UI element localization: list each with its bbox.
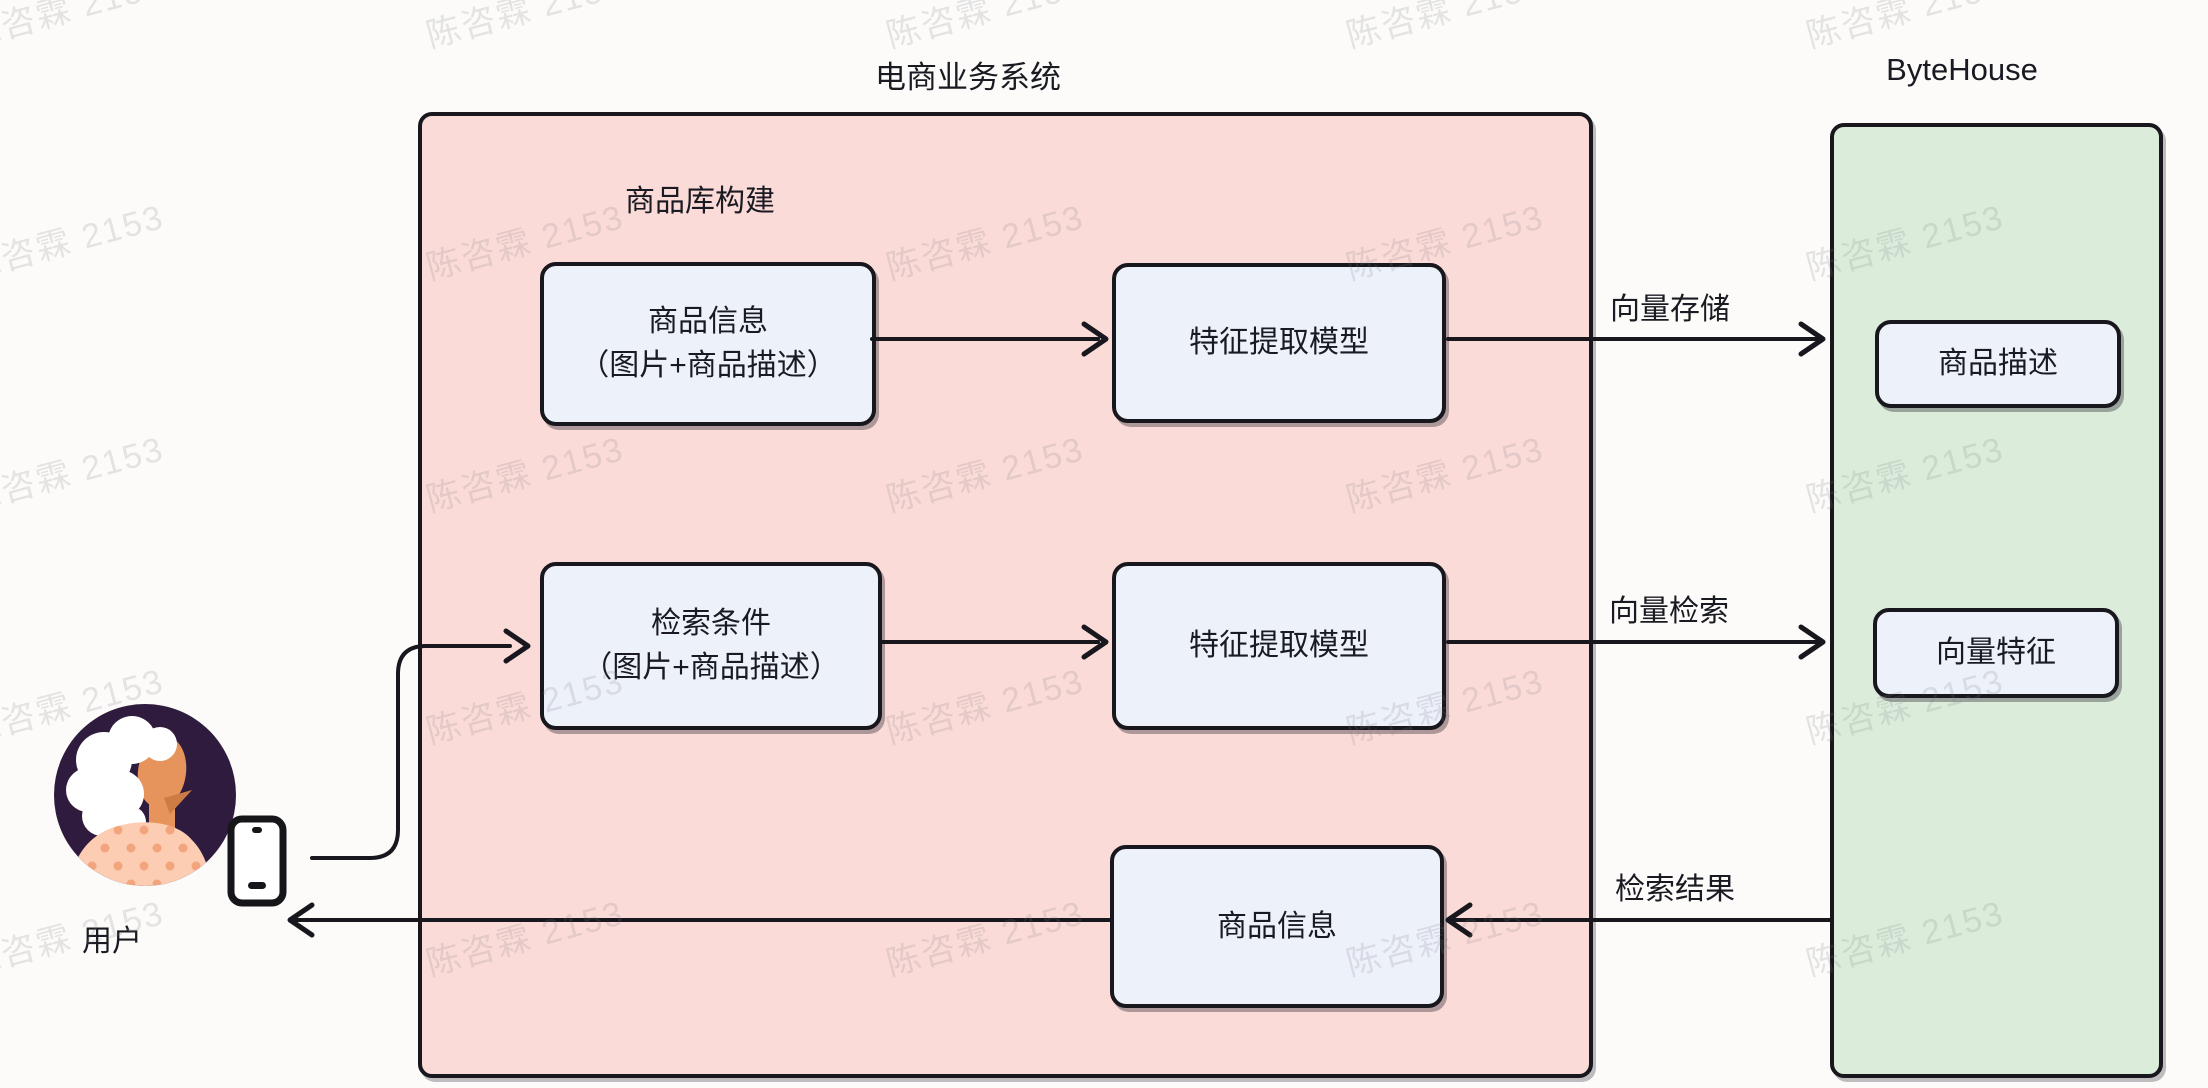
- edge-label-search-result: 检索结果: [1615, 873, 1735, 906]
- node-label: 商品信息: [648, 305, 768, 338]
- node-label: 检索条件: [651, 607, 771, 640]
- node-product-info-build: 商品信息 （图片+商品描述）: [540, 262, 876, 426]
- node-label: 商品信息: [1217, 909, 1337, 943]
- phone-icon: [227, 815, 287, 907]
- watermark-text: 陈咨霖 2153: [0, 198, 169, 288]
- node-label: 特征提取模型: [1189, 326, 1369, 359]
- product-library-section-label: 商品库构建: [625, 185, 775, 218]
- node-product-info-result: 商品信息: [1110, 845, 1444, 1008]
- user-label: 用户: [82, 925, 142, 958]
- avatar-shirt: [70, 822, 212, 886]
- node-feature-model-top: 特征提取模型: [1112, 263, 1446, 423]
- node-feature-model-bottom: 特征提取模型: [1112, 562, 1446, 730]
- avatar-hair: [66, 716, 177, 838]
- bytehouse-container: [1830, 123, 2163, 1078]
- node-label: （图片+商品描述）: [582, 651, 840, 684]
- watermark-text: 陈咨霖 2153: [1342, 0, 1549, 56]
- edge-label-vector-search: 向量检索: [1609, 595, 1729, 628]
- node-label: （图片+商品描述）: [579, 349, 837, 382]
- bytehouse-title: ByteHouse: [1886, 52, 2038, 87]
- avatar-chin-shadow: [164, 790, 192, 814]
- node-product-desc: 商品描述: [1875, 320, 2121, 408]
- watermark-text: 陈咨霖 2153: [882, 0, 1089, 56]
- watermark-text: 陈咨霖 2153: [1802, 0, 2009, 56]
- node-search-condition: 检索条件 （图片+商品描述）: [540, 562, 882, 730]
- watermark-text: 陈咨霖 2153: [422, 0, 629, 56]
- node-label: 向量特征: [1936, 636, 2056, 669]
- watermark-text: 陈咨霖 2153: [0, 0, 168, 56]
- edge-label-vector-store: 向量存储: [1610, 293, 1730, 326]
- watermark-text: 陈咨霖 2153: [0, 430, 169, 520]
- node-label: 商品描述: [1938, 347, 2058, 380]
- ecommerce-system-title: 电商业务系统: [875, 60, 1061, 95]
- node-label: 特征提取模型: [1189, 629, 1369, 662]
- user-avatar: [54, 704, 236, 886]
- node-vector-feature: 向量特征: [1873, 608, 2119, 698]
